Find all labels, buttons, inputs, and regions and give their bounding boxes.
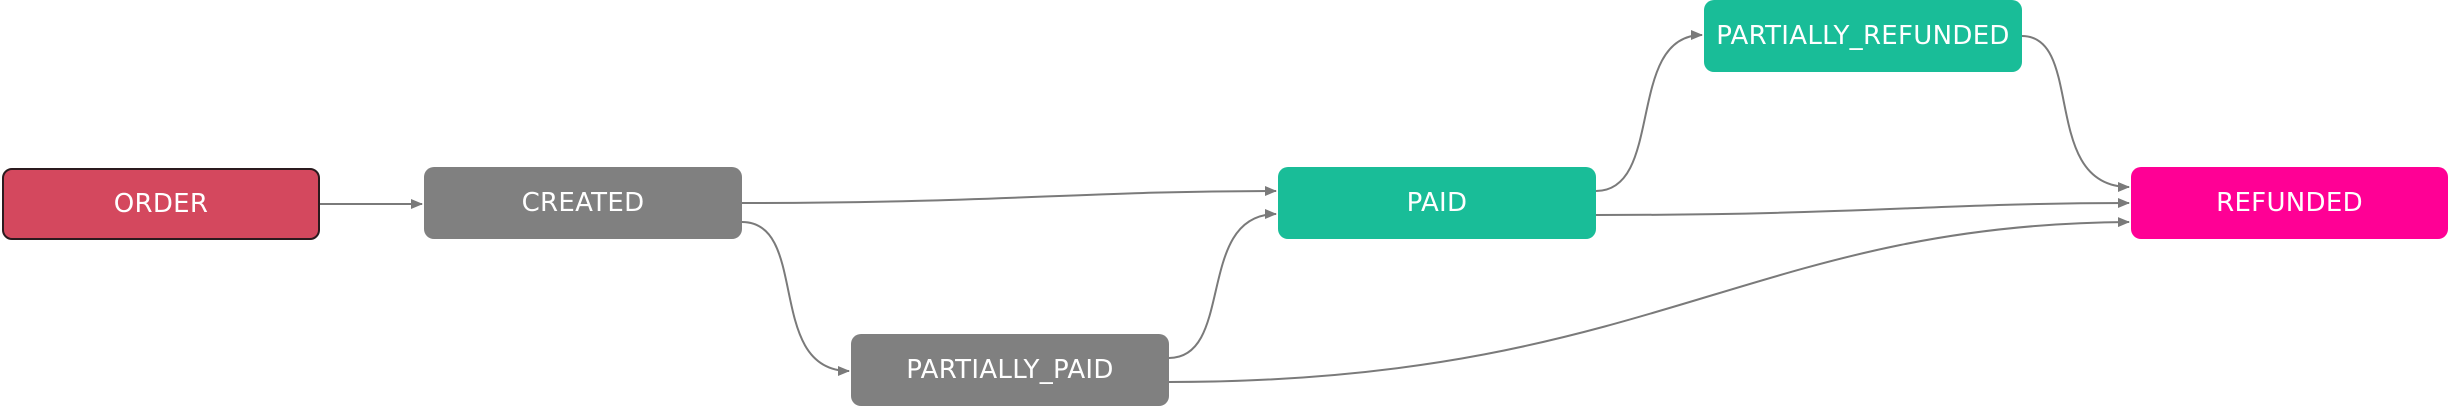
node-paid[interactable]: PAID: [1278, 167, 1596, 239]
node-partially-refunded-label: PARTIALLY_REFUNDED: [1716, 21, 2010, 51]
edge-paid-to-refunded: [1595, 198, 2130, 216]
node-created[interactable]: CREATED: [424, 167, 742, 239]
node-partially-paid-label: PARTIALLY_PAID: [906, 355, 1114, 385]
edge-partially-paid-to-paid: [1168, 209, 1277, 359]
node-partially-refunded[interactable]: PARTIALLY_REFUNDED: [1704, 0, 2022, 72]
node-order-label: ORDER: [113, 189, 209, 219]
node-partially-paid[interactable]: PARTIALLY_PAID: [851, 334, 1169, 406]
node-created-label: CREATED: [521, 188, 645, 218]
edge-created-to-paid: [741, 186, 1277, 204]
node-paid-label: PAID: [1406, 188, 1468, 218]
node-refunded-label: REFUNDED: [2216, 188, 2363, 218]
edge-partially-refunded-to-refunded: [2021, 35, 2130, 192]
node-refunded[interactable]: REFUNDED: [2131, 167, 2448, 239]
node-order[interactable]: ORDER: [2, 168, 320, 240]
edge-created-to-partially-paid: [741, 221, 850, 376]
edge-partially-paid-to-refunded: [1168, 217, 2130, 383]
edge-paid-to-partially-refunded: [1595, 30, 1703, 192]
